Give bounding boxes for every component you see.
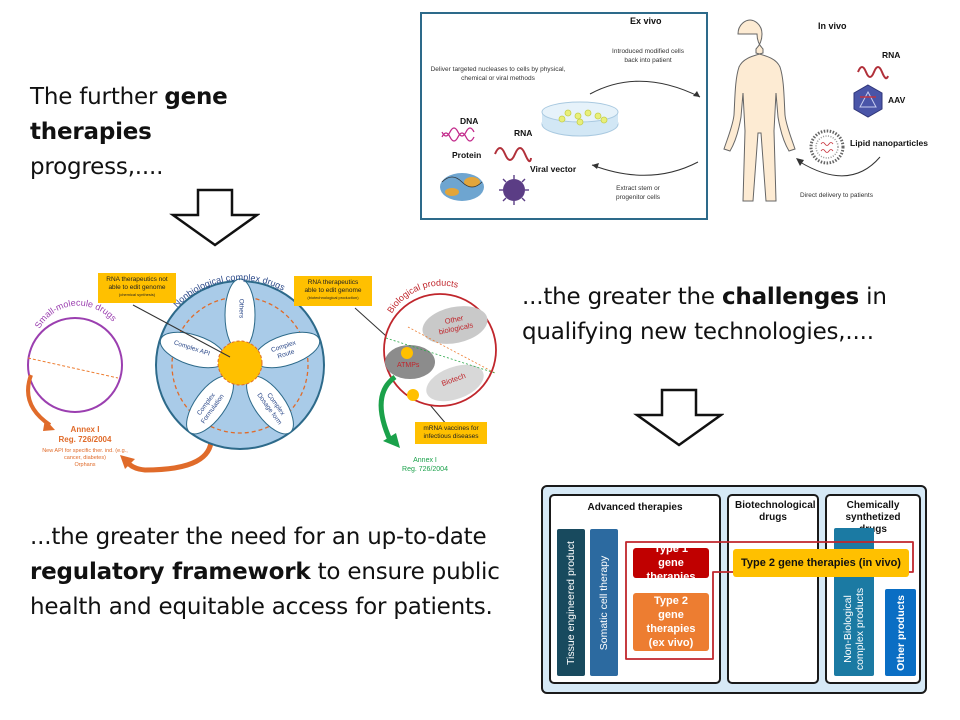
small-molecule-circle xyxy=(27,317,123,413)
viral-vector-label: Viral vector xyxy=(530,164,577,174)
statement-challenges: ...the greater the challenges in qualify… xyxy=(522,280,952,350)
statement-text: progress,.... xyxy=(30,154,164,180)
other-biologicals-ellipse xyxy=(422,306,488,344)
statement-text: to ensure public health and equitable ac… xyxy=(30,559,500,620)
protein-label: Protein xyxy=(452,150,482,160)
lnp-label: Lipid nanoparticles xyxy=(850,138,928,148)
column-title: Biotechnological drugs xyxy=(735,500,816,523)
statement-text: in qualifying new technologies,.... xyxy=(522,284,887,345)
callout-line: infectious diseases xyxy=(423,433,479,440)
petal-label-others: Others xyxy=(237,298,245,319)
delivery-figure: Ex vivo In vivo Deliver targeted nucleas… xyxy=(420,12,950,222)
viral-vector-icon xyxy=(499,175,529,205)
petri-dish-icon xyxy=(541,101,619,137)
arrow-direct-delivery xyxy=(799,156,881,177)
annex-note: cancer, diabetes) xyxy=(64,455,106,461)
callout-line: able to edit genome xyxy=(304,287,362,294)
type2-ex-vivo: Type 2 gene therapies (ex vivo) xyxy=(633,593,709,651)
callout-line: mRNA vaccines for xyxy=(423,425,479,432)
dna-label: DNA xyxy=(460,116,479,126)
annex-note: New API for specific ther. ind. (e.g., xyxy=(42,448,128,454)
atmps-ellipse xyxy=(385,345,435,379)
human-body-icon xyxy=(723,19,796,202)
statement-regulatory-framework: ...the greater the need for an up-to-dat… xyxy=(30,520,525,625)
biotech-ellipse xyxy=(426,364,484,402)
statement-text: ...the greater the need for an up-to-dat… xyxy=(30,524,487,550)
annex-line: Reg. 726/2004 xyxy=(58,435,112,444)
introduced-text: Introduced modified cells back into pati… xyxy=(612,48,684,64)
column-title: Advanced therapies xyxy=(587,502,683,513)
deliver-text: Deliver targeted nucleases to cells by p… xyxy=(430,66,566,82)
callout-line: RNA therapeutics xyxy=(307,279,359,286)
atmps-label: ATMPs xyxy=(397,362,420,369)
classification-figure: Small-molecule drugs Nonbiological compl… xyxy=(15,265,525,490)
callout-line: able to edit genome xyxy=(108,284,166,291)
callout-rna-edit: RNA therapeutics able to edit genome (bi… xyxy=(294,276,372,306)
classification-graphics: Small-molecule drugs Nonbiological compl… xyxy=(26,272,497,473)
statement-text: ...the greater the xyxy=(522,284,722,310)
annex-left-arrow-2 xyxy=(125,434,214,473)
gene-therapy-outline xyxy=(625,541,914,660)
down-arrow-icon xyxy=(633,388,724,447)
down-arrow-icon xyxy=(169,188,260,247)
annex-note: Orphans xyxy=(74,462,96,468)
annex-right-arrow xyxy=(378,374,397,442)
type2-in-vivo: Type 2 gene therapies (in vivo) xyxy=(733,549,909,577)
rna-icon xyxy=(494,147,532,163)
rna-label: RNA xyxy=(514,128,533,138)
ex-vivo-title: Ex vivo xyxy=(630,16,662,26)
annex-right: Annex I Reg. 726/2004 xyxy=(390,456,460,474)
statement-text: The further xyxy=(30,84,165,110)
callout-rna-not-edit: RNA therapeutics not able to edit genome… xyxy=(98,273,176,303)
direct-delivery-text: Direct delivery to patients xyxy=(800,192,873,199)
aav-label: AAV xyxy=(888,95,906,105)
column-biotechnological-drugs: Biotechnological drugs xyxy=(727,494,819,684)
regulatory-framework-figure: Advanced therapies Biotechnological drug… xyxy=(541,485,927,694)
bar-somatic-cell: Somatic cell therapy xyxy=(590,529,618,676)
lipid-nanoparticle-icon xyxy=(809,129,845,165)
callout-line: RNA therapeutics not xyxy=(106,276,168,283)
statement-bold: regulatory framework xyxy=(30,559,311,585)
arrow-to-patient xyxy=(589,80,701,98)
callout-mrna-vaccines: mRNA vaccines for infectious diseases xyxy=(415,422,487,444)
dna-icon xyxy=(441,127,475,142)
callout-sub: (biotechnological production) xyxy=(307,295,359,300)
annex-line: Annex I xyxy=(413,457,437,464)
statement-bold: gene therapies xyxy=(30,84,228,145)
extract-text: Extract stem or progenitor cells xyxy=(615,185,661,201)
in-vivo-title: In vivo xyxy=(818,21,847,31)
rna-in-vivo-label: RNA xyxy=(882,50,901,60)
annex-line: Annex I xyxy=(70,425,100,434)
bar-tissue-engineered: Tissue engineered product xyxy=(557,529,585,676)
flower-center xyxy=(217,340,263,386)
delivery-figure-graphics xyxy=(420,12,889,220)
annex-left: Annex I Reg. 726/2004 New API for specif… xyxy=(15,425,155,469)
bar-other-products: Other products xyxy=(885,589,916,676)
statement-bold: challenges xyxy=(721,284,860,310)
callout-sub: (chemical synthesis) xyxy=(118,292,156,297)
protein-icon xyxy=(440,173,484,201)
arrow-from-patient xyxy=(591,161,699,176)
annex-line: Reg. 726/2004 xyxy=(402,466,448,473)
type1-gene-therapies: Type 1 gene therapies xyxy=(633,543,709,583)
statement-gene-therapies: The further gene therapies progress,.... xyxy=(30,80,290,185)
rna-in-vivo-icon xyxy=(857,66,889,80)
aav-icon xyxy=(853,84,883,118)
